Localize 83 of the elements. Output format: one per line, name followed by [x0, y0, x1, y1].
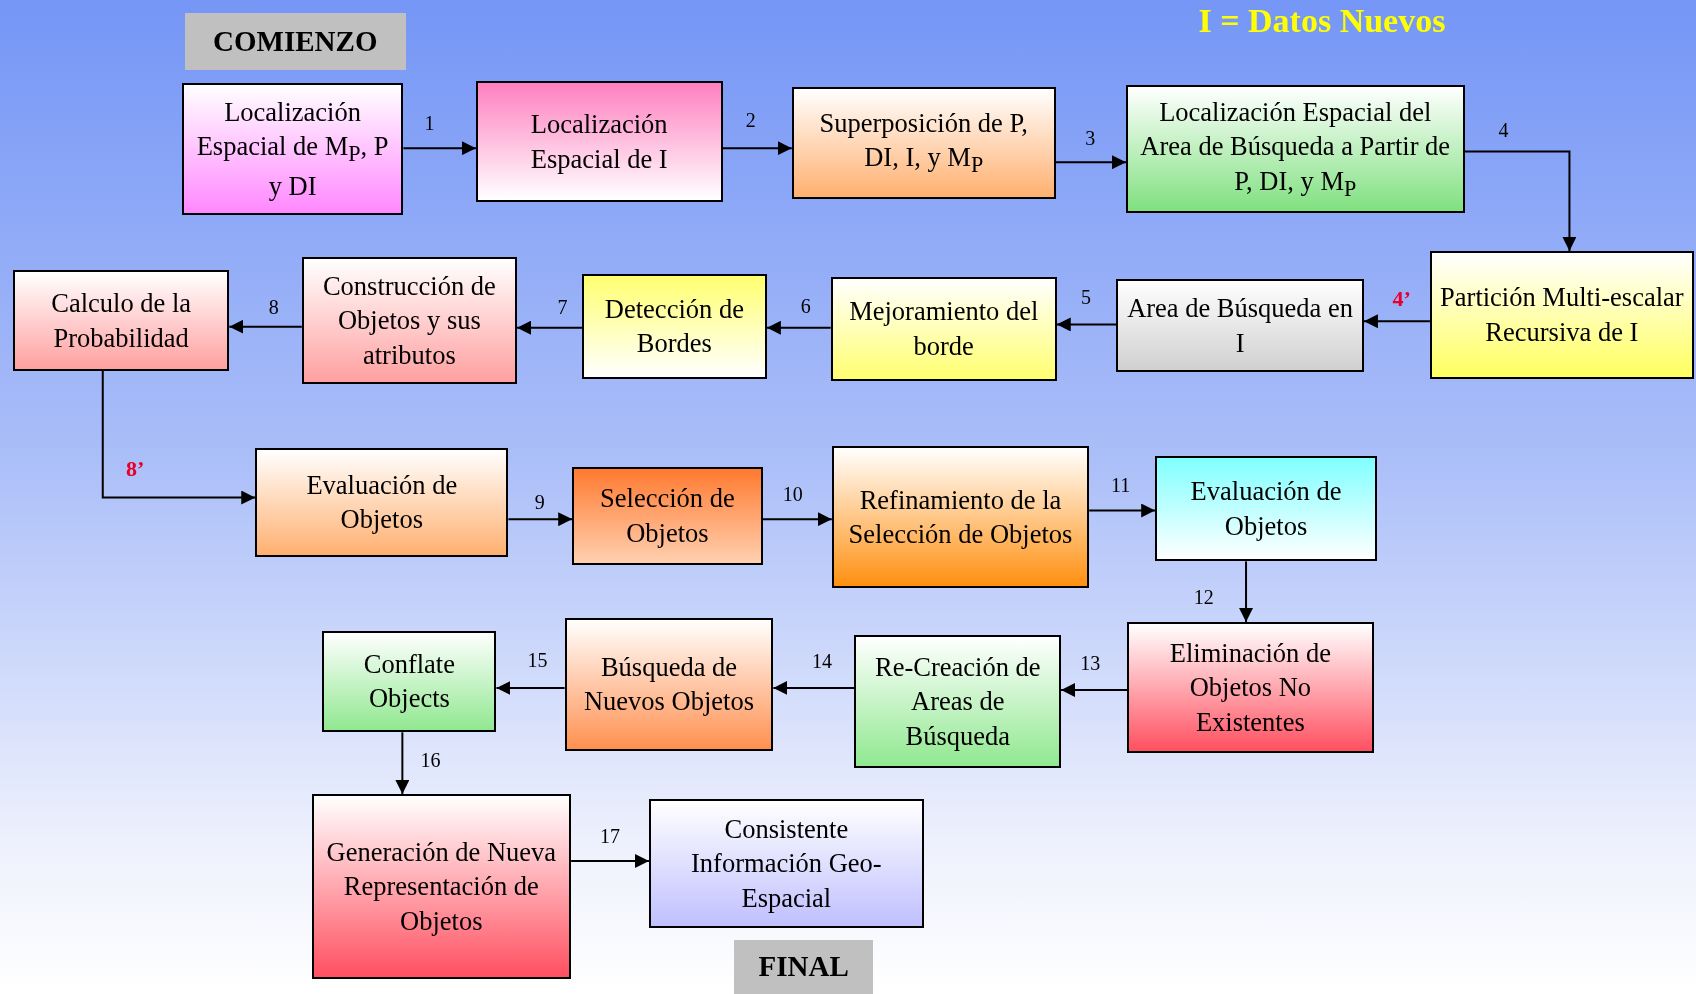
box-text: Localización Espacial de M$_{P}$, P y DI: [195, 95, 390, 204]
edge-label: 12: [1193, 585, 1214, 609]
box-text: Evaluación de Objetos: [305, 468, 459, 537]
banner-box: [184, 12, 406, 71]
box-text: Selección de Objetos: [599, 482, 736, 550]
note-text: I = Datos Nuevos: [1198, 2, 1446, 41]
edge-label: 1: [424, 111, 435, 135]
arrow: [1463, 150, 1577, 252]
process-box: [1125, 85, 1465, 214]
box-text: Evaluación de Objetos: [1189, 475, 1343, 543]
box-text: Búsqueda de Nuevos Objetos: [582, 650, 755, 719]
process-box: [854, 634, 1062, 768]
process-box: [301, 257, 517, 384]
arrow: [228, 319, 303, 334]
box-text: Eliminación de Objetos No Existentes: [1168, 636, 1332, 739]
process-box: [648, 799, 924, 928]
arrow: [495, 680, 566, 695]
arrow: [1060, 683, 1129, 698]
box-text: Area de Búsqueda en I: [1126, 292, 1355, 360]
arrow: [507, 512, 574, 527]
process-box: [181, 83, 404, 216]
arrow: [395, 731, 410, 795]
box-text: Mejoramiento del borde: [848, 295, 1040, 363]
process-box: [1116, 279, 1364, 373]
edge-label: 16: [420, 748, 441, 772]
edge-label: 10: [782, 482, 803, 506]
edge-label: 3: [1085, 126, 1096, 150]
box-text: Refinamiento de la Selección de Objetos: [847, 483, 1074, 551]
process-box: [831, 445, 1090, 589]
edge-label: 7: [557, 295, 568, 319]
box-text: Conflate Objects: [362, 647, 456, 716]
process-box: [564, 617, 774, 751]
edge-label: 4’: [1392, 285, 1411, 312]
box-text: FINAL: [757, 949, 850, 985]
process-box: [475, 81, 723, 203]
banner-box: [734, 939, 873, 994]
box-text: Generación de Nueva Representación de Objetos: [325, 835, 558, 938]
edge-label: 11: [1110, 473, 1131, 497]
process-box: [311, 793, 572, 979]
box-text: Consistente Información Geo-Espacial: [690, 813, 883, 915]
arrow: [1088, 503, 1157, 518]
box-text: Construcción de Objetos y sus atributos: [321, 270, 497, 372]
edge-label: 2: [745, 108, 756, 132]
edge-label: 17: [600, 824, 621, 848]
box-text: COMIENZO: [212, 23, 379, 59]
edge-label: 6: [800, 294, 811, 318]
edge-label: 8’: [126, 456, 145, 483]
arrow: [402, 141, 477, 156]
arrow: [765, 320, 832, 335]
process-box: [1429, 250, 1694, 379]
arrow: [1055, 317, 1118, 332]
box-text: Localización Espacial de I: [529, 108, 669, 176]
edge-label: 9: [534, 490, 545, 514]
arrow: [761, 512, 833, 527]
box-text: Calculo de la Probabilidad: [50, 287, 193, 355]
edge-label: 8: [268, 295, 279, 319]
edge-label: 15: [527, 648, 548, 672]
box-text: Detección de Bordes: [603, 292, 745, 361]
process-box: [791, 86, 1056, 199]
box-text: Superposición de P, DI, I, y M$_{P}$: [818, 106, 1029, 180]
process-box: [322, 630, 497, 733]
arrow: [516, 320, 583, 335]
edge-label: 4: [1498, 118, 1509, 142]
process-box: [572, 467, 763, 565]
process-box: [830, 276, 1057, 381]
arrow: [1362, 314, 1431, 329]
box-text: Localización Espacial del Area de Búsqueda a Partir de P, DI, y M$_{P}$: [1139, 95, 1452, 203]
arrow: [101, 370, 257, 505]
box-text: Partición Multi-escalar Recursiva de I: [1439, 281, 1685, 349]
edge-label: 5: [1080, 285, 1091, 309]
process-box: [1127, 621, 1374, 753]
edge-label: 14: [812, 649, 833, 673]
arrow: [1054, 155, 1127, 170]
process-box: [12, 270, 230, 371]
process-box: [581, 273, 767, 379]
box-text: Re-Creación de Areas de Búsqueda: [874, 650, 1042, 753]
process-box: [255, 447, 509, 557]
arrow: [1239, 560, 1254, 623]
arrow: [721, 141, 793, 156]
arrow: [570, 854, 650, 868]
edge-label: 13: [1080, 651, 1101, 675]
process-box: [1155, 456, 1377, 562]
arrow: [772, 680, 856, 695]
